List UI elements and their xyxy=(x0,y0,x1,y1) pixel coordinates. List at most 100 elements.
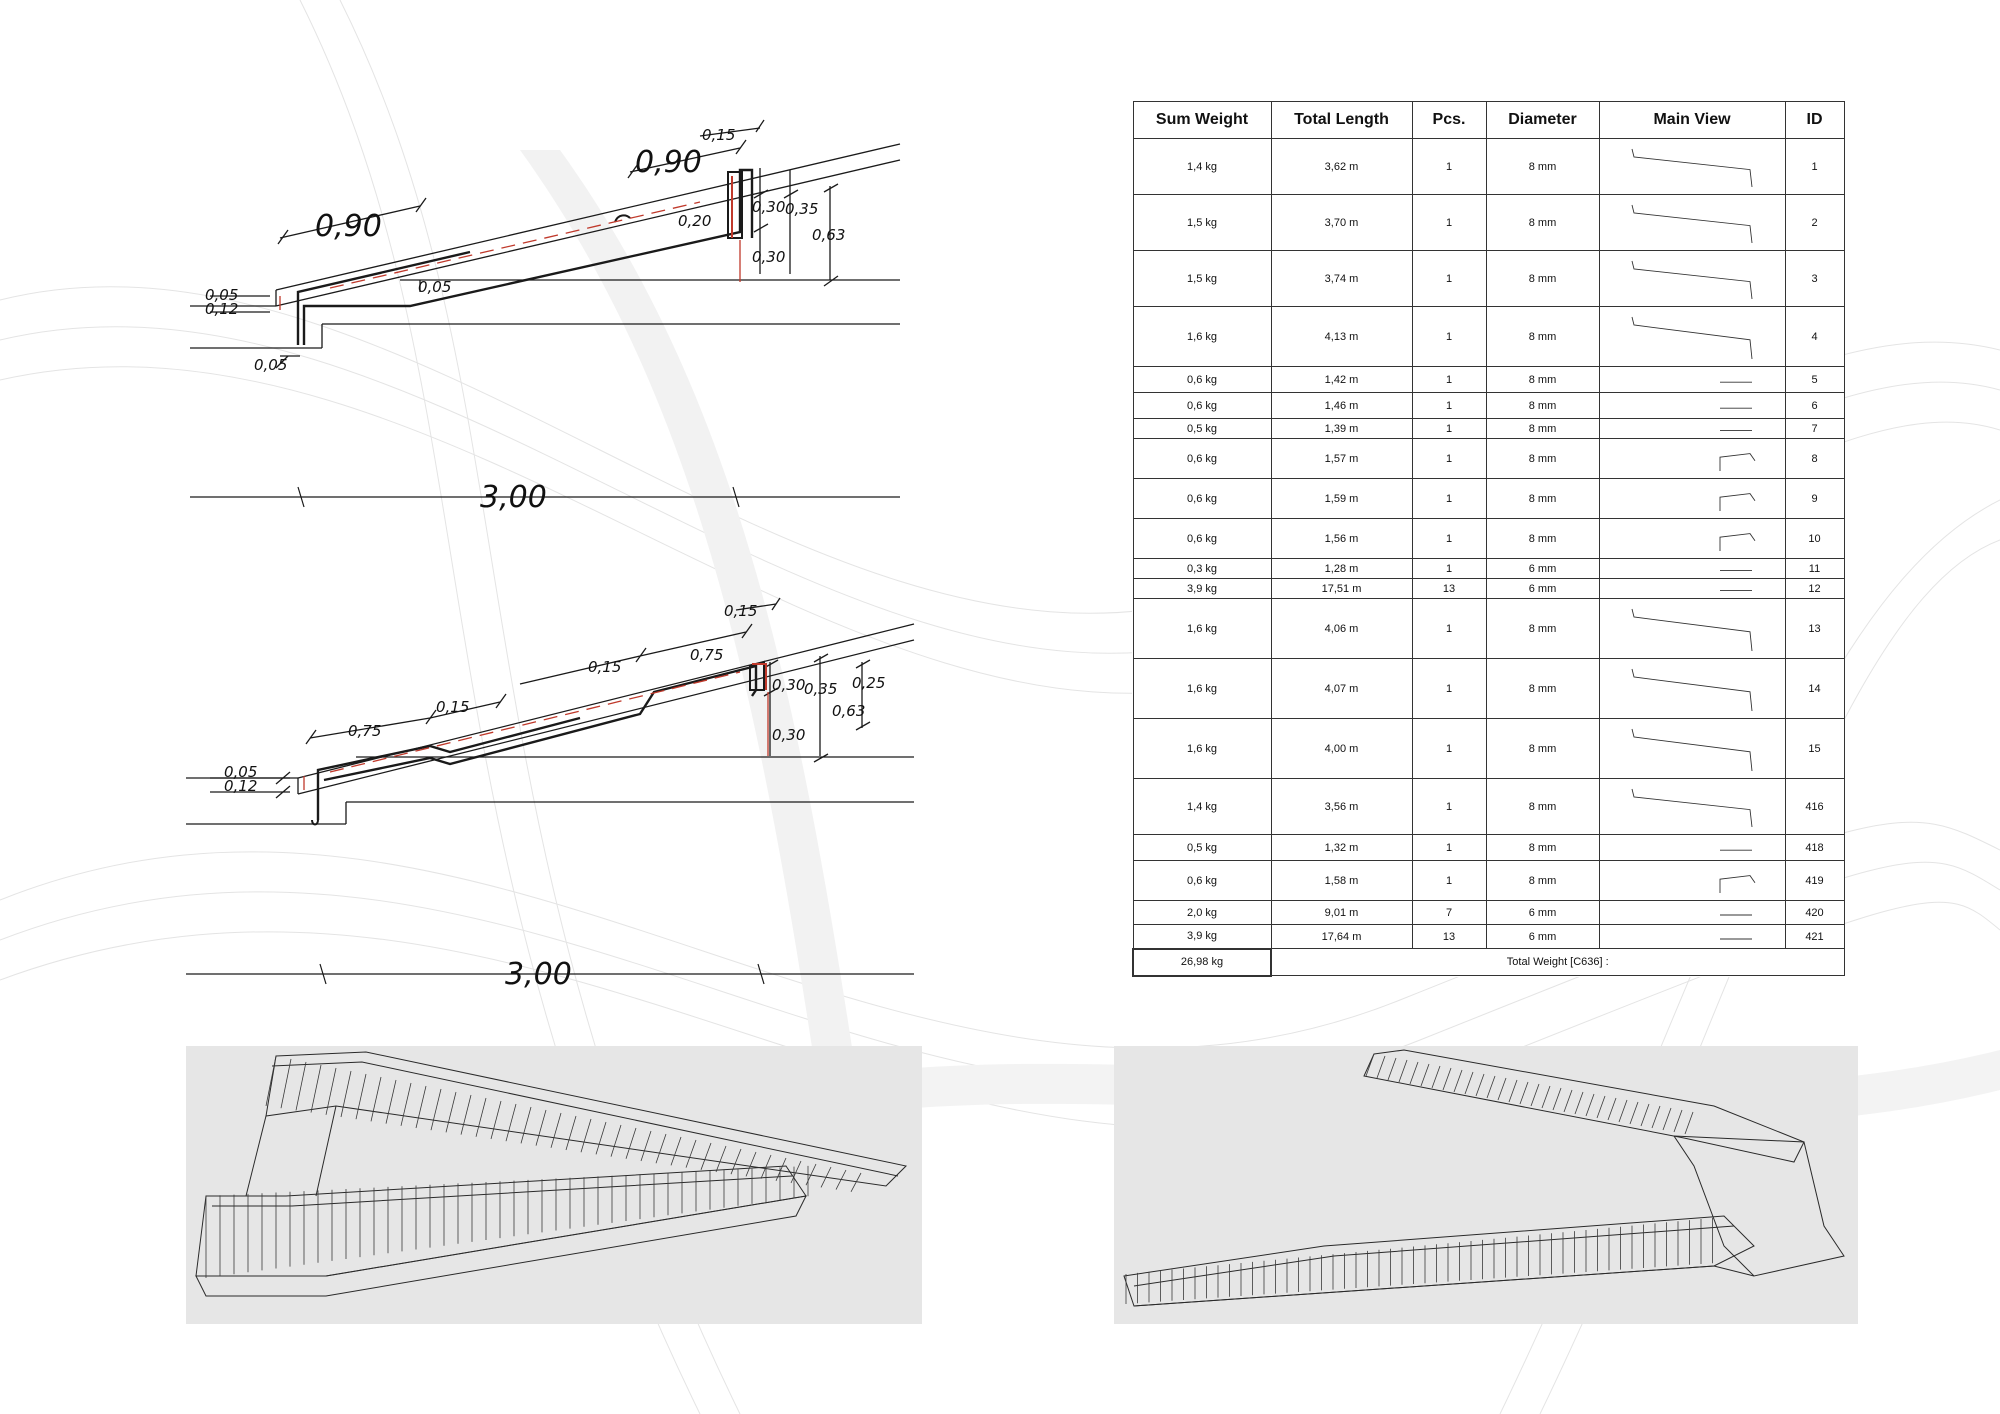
bar-shape-sketch xyxy=(1631,788,1752,827)
id-cell: 4 xyxy=(1784,306,1845,367)
pcs-cell: 1 xyxy=(1411,598,1487,659)
length-cell: 1,59 m xyxy=(1270,478,1413,519)
length-cell: 3,56 m xyxy=(1270,778,1413,835)
pcs-cell: 1 xyxy=(1411,860,1487,901)
pcs-cell: 1 xyxy=(1411,418,1487,439)
length-cell: 17,64 m xyxy=(1270,924,1413,949)
header-id: ID xyxy=(1784,101,1845,139)
weight-cell: 1,6 kg xyxy=(1132,658,1272,719)
length-cell: 4,06 m xyxy=(1270,598,1413,659)
bar-shape-sketch xyxy=(1719,849,1752,851)
weight-cell: 1,6 kg xyxy=(1132,718,1272,779)
weight-cell: 3,9 kg xyxy=(1132,578,1272,599)
bar-shape-view xyxy=(1598,518,1786,559)
weight-cell: 1,4 kg xyxy=(1132,138,1272,195)
weight-cell: 0,5 kg xyxy=(1132,834,1272,861)
dim-label: 0,90 xyxy=(635,145,702,180)
bar-shape-view xyxy=(1598,250,1786,307)
diameter-cell: 8 mm xyxy=(1485,834,1600,861)
length-cell: 3,62 m xyxy=(1270,138,1413,195)
weight-cell: 1,6 kg xyxy=(1132,598,1272,659)
pcs-cell: 1 xyxy=(1411,138,1487,195)
dim-label: 0,63 xyxy=(832,702,865,720)
bar-shape-view xyxy=(1598,578,1786,599)
length-cell: 1,58 m xyxy=(1270,860,1413,901)
bar-shape-sketch xyxy=(1719,532,1755,551)
id-cell: 419 xyxy=(1784,860,1845,901)
length-cell: 1,39 m xyxy=(1270,418,1413,439)
id-cell: 10 xyxy=(1784,518,1845,559)
diameter-cell: 8 mm xyxy=(1485,718,1600,779)
pcs-cell: 1 xyxy=(1411,194,1487,251)
bar-shape-sketch xyxy=(1719,429,1752,431)
dim-label: 0,05 xyxy=(224,763,257,781)
diameter-cell: 8 mm xyxy=(1485,860,1600,901)
weight-cell: 0,6 kg xyxy=(1132,366,1272,393)
bar-shape-sketch xyxy=(1719,589,1752,591)
dim-label: 0,30 xyxy=(772,726,805,744)
diameter-cell: 8 mm xyxy=(1485,778,1600,835)
diameter-cell: 8 mm xyxy=(1485,306,1600,367)
pcs-cell: 1 xyxy=(1411,658,1487,719)
dim-label: 0,30 xyxy=(752,198,785,216)
length-cell: 3,70 m xyxy=(1270,194,1413,251)
length-cell: 17,51 m xyxy=(1270,578,1413,599)
rebar-3d-view-left xyxy=(186,1046,922,1324)
rebar-schedule-table: Sum Weight Total Length Pcs. Diameter Ma… xyxy=(1132,101,1845,977)
rebar-3d-view-right xyxy=(1114,1046,1858,1324)
bar-shape-sketch xyxy=(1631,728,1752,771)
header-diameter: Diameter xyxy=(1485,101,1600,139)
length-cell: 4,07 m xyxy=(1270,658,1413,719)
pcs-cell: 1 xyxy=(1411,366,1487,393)
weight-cell: 0,5 kg xyxy=(1132,418,1272,439)
pcs-cell: 1 xyxy=(1411,478,1487,519)
id-cell: 7 xyxy=(1784,418,1845,439)
id-cell: 6 xyxy=(1784,392,1845,419)
id-cell: 9 xyxy=(1784,478,1845,519)
id-cell: 12 xyxy=(1784,578,1845,599)
bar-shape-view xyxy=(1598,658,1786,719)
id-cell: 2 xyxy=(1784,194,1845,251)
weight-cell: 0,6 kg xyxy=(1132,860,1272,901)
length-cell: 1,46 m xyxy=(1270,392,1413,419)
total-weight-value: 26,98 kg xyxy=(1132,947,1272,977)
dim-label: 0,15 xyxy=(724,602,757,620)
bar-shape-sketch xyxy=(1719,452,1755,471)
bar-shape-view xyxy=(1598,306,1786,367)
pcs-cell: 1 xyxy=(1411,306,1487,367)
table-header-row: Sum Weight Total Length Pcs. Diameter Ma… xyxy=(1132,101,1845,139)
bar-shape-view xyxy=(1598,194,1786,251)
length-cell: 1,28 m xyxy=(1270,558,1413,579)
pcs-cell: 1 xyxy=(1411,518,1487,559)
length-cell: 9,01 m xyxy=(1270,900,1413,925)
pcs-cell: 1 xyxy=(1411,438,1487,479)
length-cell: 1,56 m xyxy=(1270,518,1413,559)
bar-shape-sketch xyxy=(1631,316,1752,359)
diameter-cell: 8 mm xyxy=(1485,138,1600,195)
length-cell: 4,13 m xyxy=(1270,306,1413,367)
dim-label: 0,25 xyxy=(852,674,885,692)
dim-label: 0,30 xyxy=(772,676,805,694)
dim-label: 0,15 xyxy=(436,698,469,716)
bar-shape-view xyxy=(1598,478,1786,519)
bar-shape-sketch xyxy=(1719,874,1755,893)
dim-label: 0,75 xyxy=(690,646,723,664)
diameter-cell: 8 mm xyxy=(1485,250,1600,307)
dim-label: 0,05 xyxy=(418,278,451,296)
rebar-cage-right-graphic xyxy=(1123,1049,1845,1307)
dim-label: 0,15 xyxy=(702,126,735,144)
length-cell: 4,00 m xyxy=(1270,718,1413,779)
total-row: 26,98 kg Total Weight [C636] : xyxy=(1132,947,1845,977)
weight-cell: 1,5 kg xyxy=(1132,250,1272,307)
dim-label: 0,35 xyxy=(804,680,837,698)
id-cell: 418 xyxy=(1784,834,1845,861)
